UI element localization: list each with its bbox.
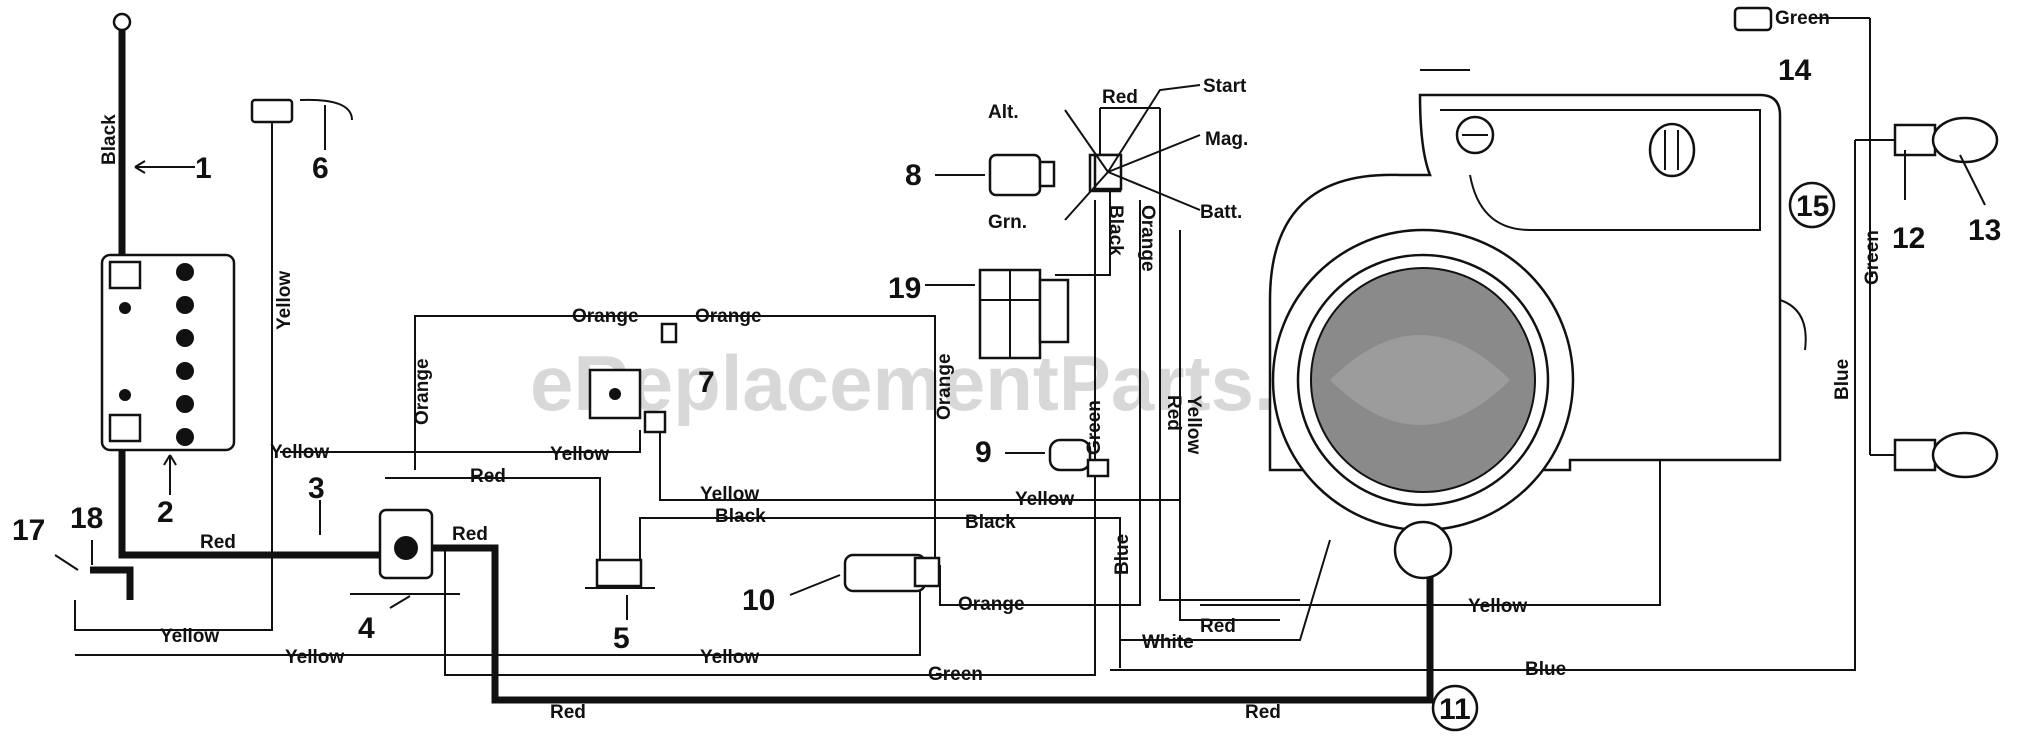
label-orange-right-vertical: Orange [934, 353, 955, 420]
switch-9 [1048, 438, 1110, 478]
callout-19: 19 [888, 272, 921, 305]
label-yellow-vertical-engine: Yellow [1183, 395, 1204, 454]
callout-2: 2 [157, 496, 174, 529]
label-yellow-engine: Yellow [1468, 596, 1527, 617]
label-blue-bottom: Blue [1525, 659, 1566, 680]
label-orange-key: Orange [1137, 205, 1158, 272]
headlight-lower [1893, 431, 1999, 479]
label-orange-top-right: Orange [695, 306, 762, 327]
label-alt: Alt. [988, 102, 1019, 123]
callout-circle-15 [1788, 181, 1836, 229]
label-green-top-right: Green [1775, 8, 1830, 29]
label-yellow-vertical: Yellow [274, 271, 295, 330]
callout-arrows [54, 69, 1986, 620]
label-yellow-upper: Yellow [550, 444, 609, 465]
wire-labels: Black Yellow Orange Orange Orange Orange… [99, 8, 1883, 723]
callout-7: 7 [698, 366, 715, 399]
label-black-mid: Black [715, 506, 766, 527]
label-batt: Batt. [1200, 202, 1242, 223]
label-red-bottom-1: Red [550, 702, 586, 723]
label-red-key-top: Red [1102, 87, 1138, 108]
callout-8: 8 [905, 159, 922, 192]
callout-9: 9 [975, 436, 992, 469]
module-10 [843, 553, 941, 593]
callout-3: 3 [308, 472, 325, 505]
label-yellow-bottom-1: Yellow [160, 626, 219, 647]
label-green-vertical: Green [1084, 400, 1105, 455]
callout-numbers: 1 2 3 4 5 6 7 8 9 10 11 12 13 14 15 17 1… [12, 54, 2001, 726]
label-blue-right: Blue [1832, 359, 1853, 400]
label-yellow-bottom-3: Yellow [700, 647, 759, 668]
connector-6 [250, 98, 353, 124]
callout-4: 4 [358, 612, 375, 645]
label-orange-top-left: Orange [572, 306, 639, 327]
callout-15: 15 [1796, 190, 1829, 223]
label-orange-bottom: Orange [958, 594, 1025, 615]
label-red-bottom-2: Red [1245, 702, 1281, 723]
label-black-battery: Black [99, 114, 120, 165]
engine [1268, 93, 1807, 580]
key-switch [1064, 84, 1201, 221]
label-black-right-mid: Black [965, 512, 1016, 533]
switch-5 [585, 558, 655, 589]
callout-11: 11 [1439, 693, 1471, 726]
label-yellow-bottom-2: Yellow [285, 647, 344, 668]
ground-terminal [112, 12, 132, 32]
callout-10: 10 [742, 584, 775, 617]
label-red-upper: Red [470, 466, 506, 487]
callout-12: 12 [1892, 222, 1925, 255]
label-orange-left: Orange [412, 358, 433, 425]
label-red-engine: Red [1200, 616, 1236, 637]
thick-wires [90, 30, 1434, 704]
callout-13: 13 [1968, 214, 2001, 247]
callout-6: 6 [312, 152, 329, 185]
callout-1: 1 [195, 152, 212, 185]
callout-circle-11 [1431, 684, 1479, 732]
label-red-vertical: Red [1163, 395, 1184, 431]
relay-7 [588, 322, 678, 434]
label-white: White [1142, 632, 1194, 653]
callout-18: 18 [70, 502, 103, 535]
label-yellow-mid: Yellow [700, 484, 759, 505]
callout-14: 14 [1778, 54, 1812, 87]
battery [100, 253, 236, 452]
callout-5: 5 [613, 622, 630, 655]
solenoid-4 [350, 508, 460, 595]
label-yellow-right-mid: Yellow [1015, 489, 1074, 510]
label-blue-vertical: Blue [1112, 534, 1133, 575]
label-red-battery: Red [200, 532, 236, 553]
label-green-bottom: Green [928, 664, 983, 685]
label-start: Start [1203, 76, 1247, 97]
label-green-right: Green [1862, 230, 1883, 285]
switch-terminal-labels: Start Alt. Mag. Grn. Batt. [988, 76, 1248, 233]
headlight-upper [1893, 116, 1999, 164]
label-black-key: Black [1105, 205, 1126, 256]
label-grn: Grn. [988, 212, 1027, 233]
callout-17: 17 [12, 514, 45, 547]
connector-19 [978, 268, 1070, 360]
connector-14 [1733, 6, 1773, 32]
label-yellow-upper-left: Yellow [270, 442, 329, 463]
label-red-solenoid: Red [452, 524, 488, 545]
label-mag: Mag. [1205, 129, 1248, 150]
